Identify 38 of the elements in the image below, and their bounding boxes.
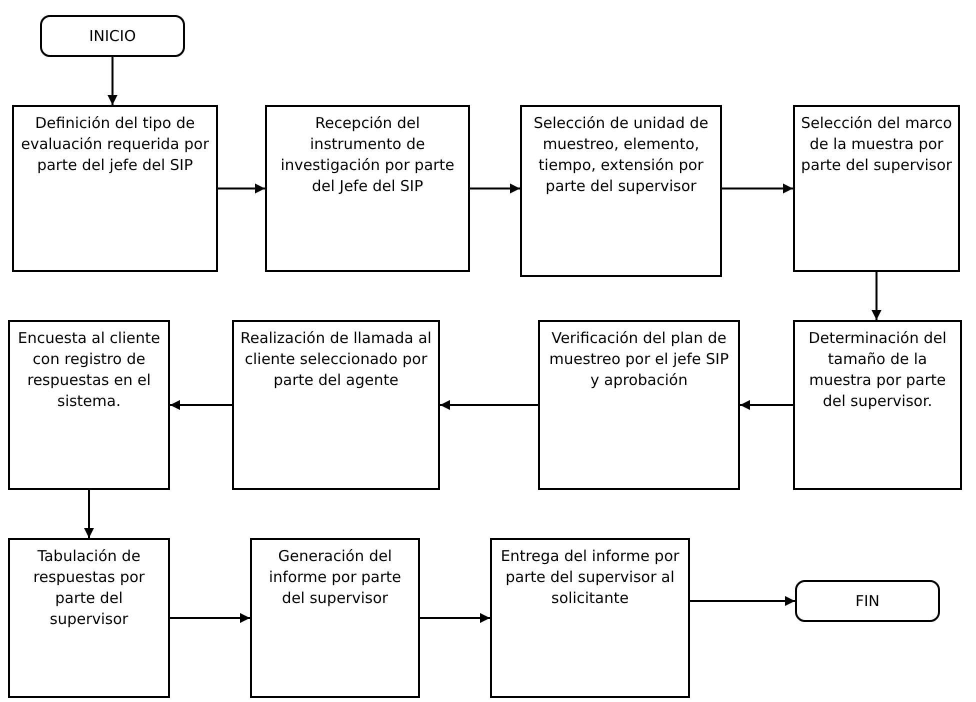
process-box	[538, 320, 740, 490]
process-box	[250, 538, 420, 698]
process-box	[520, 105, 722, 277]
process-box	[265, 105, 470, 272]
process-text: Generación del informe por parte del supervisor	[268, 546, 402, 609]
arrow	[722, 184, 793, 194]
arrow	[872, 272, 882, 320]
arrow	[84, 490, 94, 538]
process-box	[490, 538, 690, 698]
process-text: Tabulación de respuestas por parte del supervisor	[32, 546, 146, 630]
arrow	[170, 613, 250, 623]
process-text: Realización de llamada al cliente seleccionado por parte del agente	[240, 328, 432, 391]
arrow	[690, 596, 795, 606]
arrow	[440, 400, 538, 410]
process-text: Selección del marco de la muestra por parte del supervisor	[801, 113, 952, 176]
process-text: Selección de unidad de muestreo, elemento, tiempo, extensión por parte del supervisor	[532, 113, 710, 197]
process-text: Entrega del informe por parte del supervisor al solicitante	[500, 546, 680, 609]
arrow	[740, 400, 793, 410]
process-box	[793, 105, 960, 272]
process-text: Recepción del instrumento de investigación por parte del Jefe del SIP	[280, 113, 456, 197]
process-box	[12, 105, 218, 272]
terminal-label: INICIO	[89, 26, 136, 46]
arrow	[170, 400, 232, 410]
process-text: Definición del tipo de evaluación requerida por parte del jefe del SIP	[20, 113, 210, 176]
process-box	[793, 320, 962, 490]
terminal-box	[795, 580, 940, 622]
terminal-box	[40, 15, 185, 57]
arrow	[420, 613, 490, 623]
terminal-label: FIN	[855, 590, 880, 612]
process-text: Determinación del tamaño de la muestra por parte del supervisor.	[807, 328, 948, 412]
process-text: Encuesta al cliente con registro de respuestas en el sistema.	[16, 328, 162, 412]
process-box	[8, 320, 170, 490]
arrow	[218, 184, 265, 194]
process-text: Verificación del plan de muestreo por el jefe SIP y aprobación	[548, 328, 730, 391]
process-box	[232, 320, 440, 490]
arrow	[108, 57, 118, 105]
process-box	[8, 538, 170, 698]
arrow	[470, 184, 520, 194]
